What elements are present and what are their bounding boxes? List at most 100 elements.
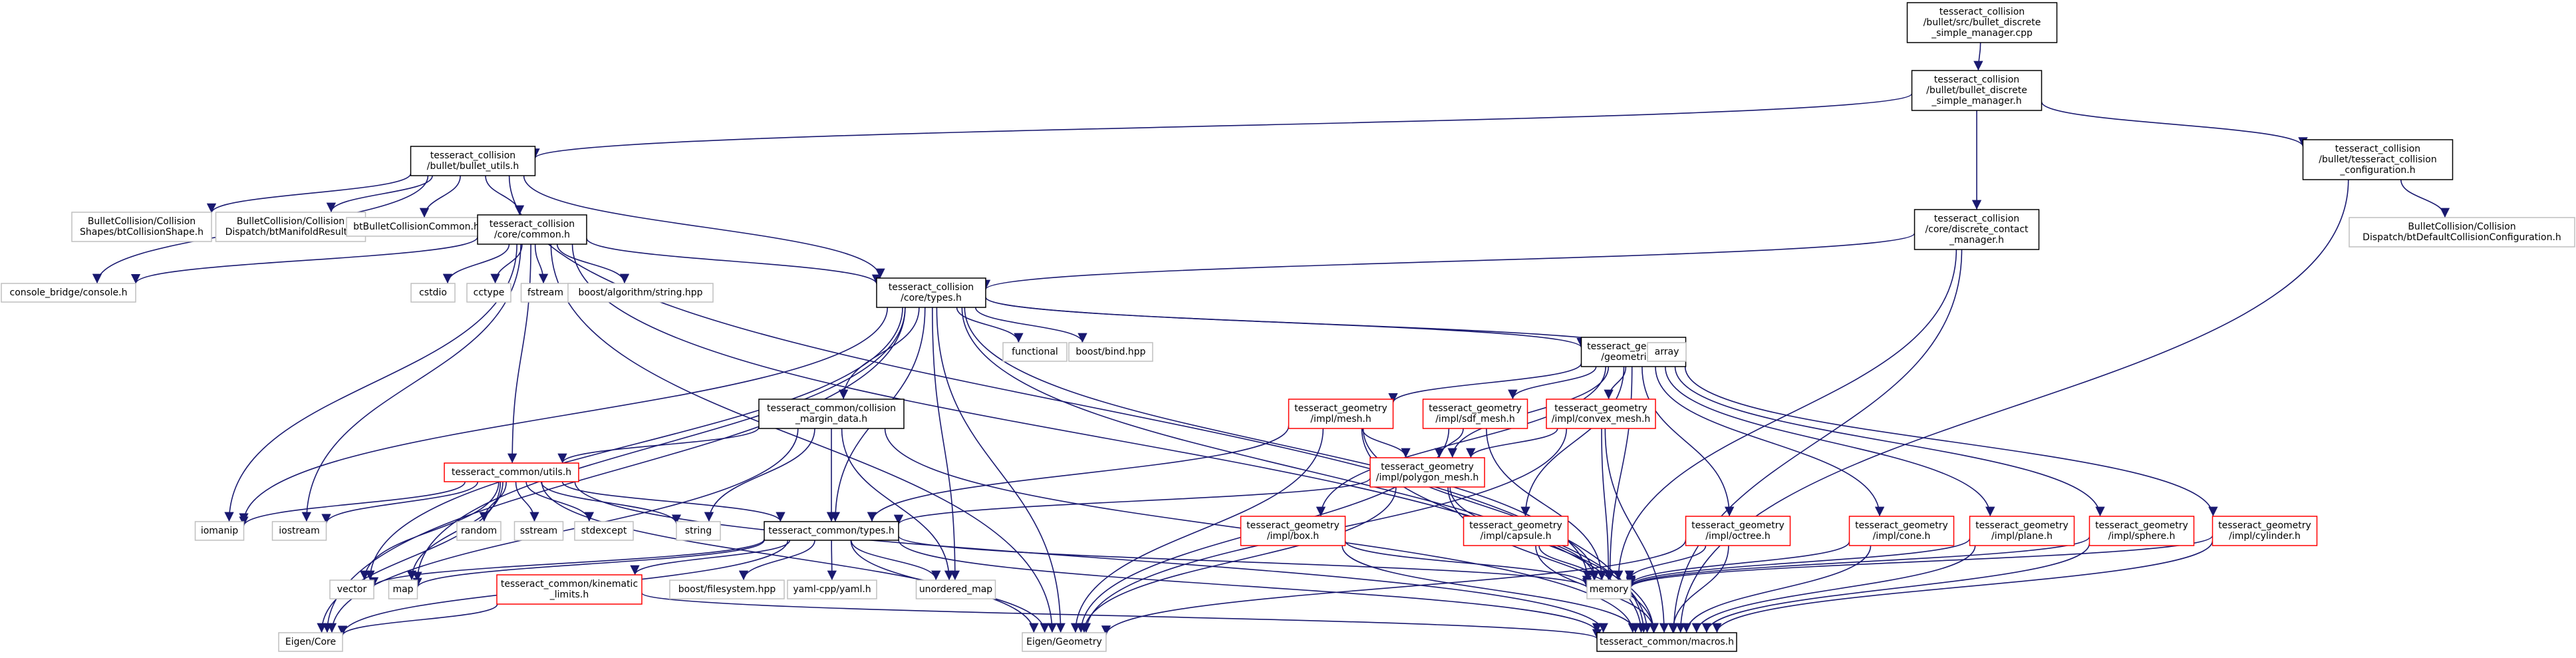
graph-node-common_utils[interactable]: tesseract_common/utils.h	[444, 462, 579, 482]
graph-edge-root-to-bdsm_h	[1973, 42, 1983, 71]
graph-node-random[interactable]: random	[456, 521, 501, 541]
graph-node-impl_box[interactable]: tesseract_geometry/impl/box.h	[1240, 516, 1346, 546]
graph-node-bt_default_config[interactable]: BulletCollision/CollisionDispatch/btDefa…	[2349, 217, 2575, 247]
graph-node-impl_cone[interactable]: tesseract_geometry/impl/cone.h	[1848, 516, 1955, 546]
graph-node-impl_sdf_mesh[interactable]: tesseract_geometry/impl/sdf_mesh.h	[1422, 399, 1528, 429]
graph-node-box	[1685, 516, 1791, 546]
graph-edge-common_utils-to-vector	[359, 481, 500, 581]
graph-node-label: /impl/box.h	[1267, 531, 1319, 542]
graph-node-label: _manager.h	[1949, 235, 2004, 246]
graph-node-iostream[interactable]: iostream	[271, 521, 327, 541]
graph-node-label: string	[685, 526, 712, 536]
graph-node-impl_capsule[interactable]: tesseract_geometry/impl/capsule.h	[1463, 516, 1569, 546]
graph-node-impl_convex_mesh[interactable]: tesseract_geometry/impl/convex_mesh.h	[1546, 399, 1656, 429]
graph-node-label: tesseract_common/types.h	[768, 526, 894, 536]
graph-node-functional[interactable]: functional	[1002, 342, 1068, 362]
graph-node-core_types[interactable]: tesseract_collision/core/types.h	[876, 277, 986, 308]
graph-node-sstream[interactable]: sstream	[513, 521, 564, 541]
graph-node-box	[466, 283, 511, 303]
graph-node-label: tesseract_geometry	[2218, 520, 2311, 531]
graph-node-label: cstdio	[419, 287, 447, 298]
graph-node-box	[1647, 342, 1687, 362]
graph-node-array[interactable]: array	[1647, 342, 1687, 362]
graph-node-box	[410, 283, 456, 303]
graph-node-label: tesseract_common/macros.h	[1600, 637, 1734, 647]
graph-node-box	[1596, 632, 1737, 652]
graph-node-label: tesseract_collision	[2335, 144, 2420, 154]
graph-edge-bullet_utils-to-bt_manifold_result	[326, 175, 433, 213]
graph-node-box	[915, 579, 996, 599]
graph-node-tess_coll_config[interactable]: tesseract_collision/bullet/tesseract_col…	[2302, 139, 2454, 180]
graph-node-boost_fs[interactable]: boost/filesystem.hpp	[669, 579, 785, 599]
graph-node-cctype[interactable]: cctype	[466, 283, 511, 303]
graph-node-label: /impl/cylinder.h	[2229, 531, 2301, 542]
graph-node-label: tesseract_collision	[889, 282, 974, 293]
graph-node-bt_bullet_common[interactable]: btBulletCollisionCommon.h	[346, 217, 487, 237]
graph-node-macros[interactable]: tesseract_common/macros.h	[1596, 632, 1737, 652]
graph-node-impl_octree[interactable]: tesseract_geometry/impl/octree.h	[1685, 516, 1791, 546]
graph-node-label: boost/filesystem.hpp	[678, 584, 776, 595]
graph-node-bdsm_h[interactable]: tesseract_collision/bullet/bullet_discre…	[1911, 70, 2043, 111]
graph-node-label: tesseract_collision	[490, 219, 575, 230]
graph-node-impl_plane[interactable]: tesseract_geometry/impl/plane.h	[1969, 516, 2075, 546]
graph-node-label: /impl/capsule.h	[1481, 531, 1552, 542]
graph-node-eigen_geometry[interactable]: Eigen/Geometry	[1022, 632, 1107, 652]
graph-node-fstream[interactable]: fstream	[520, 283, 571, 303]
graph-node-impl_mesh[interactable]: tesseract_geometry/impl/mesh.h	[1288, 399, 1394, 429]
graph-node-label: /bullet/bullet_utils.h	[427, 161, 519, 172]
graph-edge-common_types-to-unordered_map	[850, 540, 941, 581]
graph-node-cstdio[interactable]: cstdio	[410, 283, 456, 303]
graph-node-bt_collision_shape[interactable]: BulletCollision/CollisionShapes/btCollis…	[71, 212, 212, 242]
graph-node-memory[interactable]: memory	[1586, 579, 1632, 599]
graph-node-box	[764, 521, 899, 541]
graph-node-vector[interactable]: vector	[329, 579, 374, 599]
graph-node-bt_manifold_result[interactable]: BulletCollision/CollisionDispatch/btMani…	[215, 212, 366, 242]
graph-edge-kinematic_limits-to-eigen_core	[337, 603, 498, 636]
graph-edge-bdsm_h-to-tess_coll_config	[2041, 101, 2308, 147]
graph-node-common_types[interactable]: tesseract_common/types.h	[764, 521, 899, 541]
graph-node-label: boost/bind.hpp	[1075, 347, 1145, 357]
graph-node-label: /impl/convex_mesh.h	[1552, 414, 1651, 424]
graph-edge-core_common-to-fstream	[534, 244, 549, 284]
graph-node-label: iomanip	[201, 526, 238, 536]
graph-node-core_common[interactable]: tesseract_collision/core/common.h	[477, 214, 587, 245]
graph-node-kinematic_limits[interactable]: tesseract_common/kinematic_limits.h	[496, 574, 643, 605]
graph-node-margin_data[interactable]: tesseract_common/collision_margin_data.h	[758, 399, 905, 429]
graph-node-label: tesseract_geometry	[2095, 520, 2188, 531]
graph-node-stdexcept[interactable]: stdexcept	[574, 521, 634, 541]
graph-node-console_bridge[interactable]: console_bridge/console.h	[1, 283, 136, 303]
graph-node-label: random	[461, 526, 497, 536]
graph-node-impl_sphere[interactable]: tesseract_geometry/impl/sphere.h	[2088, 516, 2195, 546]
graph-node-boost_bind[interactable]: boost/bind.hpp	[1068, 342, 1153, 362]
graph-edge-discrete_contact-to-macros	[1669, 249, 1963, 633]
graph-edge-core_common-to-console_bridge	[131, 236, 478, 284]
graph-node-string[interactable]: string	[676, 521, 721, 541]
graph-node-map[interactable]: map	[388, 579, 418, 599]
graph-node-box	[758, 399, 905, 429]
graph-node-box	[1002, 342, 1068, 362]
graph-node-impl_cylinder[interactable]: tesseract_geometry/impl/cylinder.h	[2212, 516, 2318, 546]
graph-node-bullet_utils[interactable]: tesseract_collision/bullet/bullet_utils.…	[410, 146, 536, 176]
graph-node-eigen_core[interactable]: Eigen/Core	[278, 632, 343, 652]
graph-edge-common_types-to-boost_fs	[738, 540, 815, 581]
graph-edge-geometries-to-memory	[1605, 366, 1633, 581]
graph-edge-discrete_contact-to-memory	[1614, 249, 1957, 581]
graph-node-iomanip[interactable]: iomanip	[194, 521, 245, 541]
graph-edge-geometries-to-impl_cone	[1655, 366, 1885, 517]
graph-node-box	[513, 521, 564, 541]
graph-node-box	[669, 579, 785, 599]
graph-edge-core_types-to-map	[412, 307, 906, 581]
graph-node-box	[1240, 516, 1346, 546]
graph-edge-impl_plane-to-memory	[1626, 538, 1971, 587]
graph-node-box	[2349, 217, 2575, 247]
graph-edge-bullet_utils-to-core_common	[485, 175, 525, 216]
graph-edge-core_common-to-cctype	[490, 244, 523, 284]
graph-node-unordered_map[interactable]: unordered_map	[915, 579, 996, 599]
graph-node-impl_polygon_mesh[interactable]: tesseract_geometry/impl/polygon_mesh.h	[1369, 457, 1485, 488]
graph-node-label: btBulletCollisionCommon.h	[353, 222, 480, 232]
graph-node-discrete_contact[interactable]: tesseract_collision/core/discrete_contac…	[1914, 209, 2040, 250]
graph-node-label: /impl/plane.h	[1991, 531, 2053, 542]
graph-node-yaml[interactable]: yaml-cpp/yaml.h	[787, 579, 877, 599]
graph-node-box	[71, 212, 212, 242]
graph-node-boost_algo[interactable]: boost/algorithm/string.hpp	[567, 283, 714, 303]
